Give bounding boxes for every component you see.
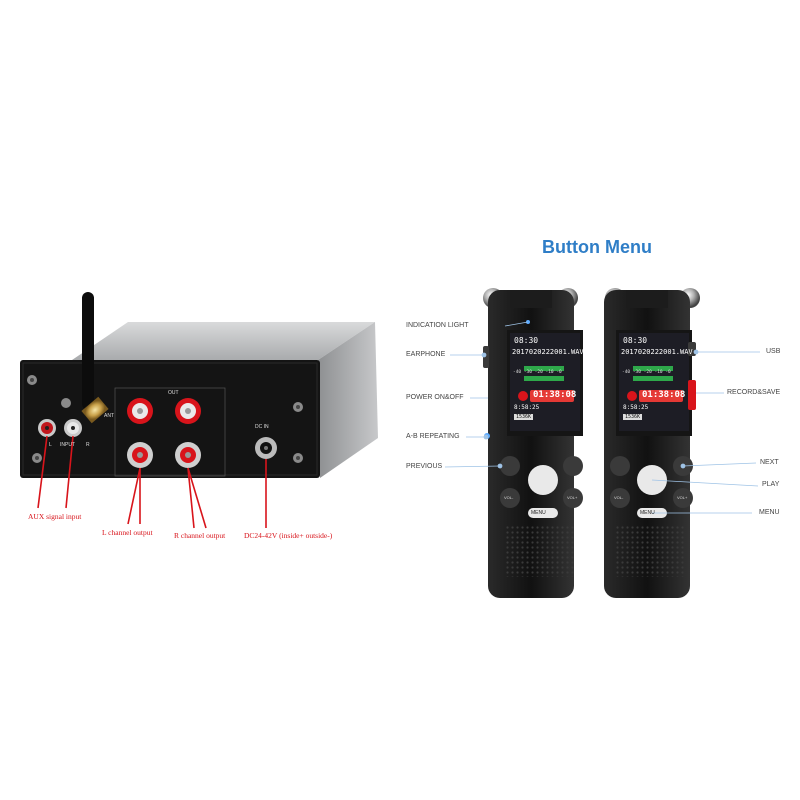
screen-filename-1: 2017020222001.WAV [512, 348, 584, 356]
amp-case-side [318, 322, 378, 478]
screw [61, 398, 71, 408]
amp-label-l: L [49, 442, 52, 448]
amp-label-r: R [86, 442, 90, 448]
amp-label-dc-in: DC IN [255, 424, 269, 430]
button-menu-1: MENU [531, 510, 546, 516]
label-indication-light: INDICATION LIGHT [406, 322, 469, 329]
screen-clock-1: 08:30 [514, 336, 539, 345]
screen-scale-1: -40 -30 -20 -10 -0 [513, 370, 562, 375]
label-power: POWER ON&OFF [406, 394, 464, 401]
recorder-front-2 [604, 288, 700, 598]
callout-l-channel: L channel output [102, 528, 153, 537]
amp-case-top [72, 322, 375, 360]
label-next: NEXT [760, 459, 779, 466]
amp-label-out: OUT [168, 390, 179, 396]
label-earphone: EARPHONE [406, 351, 446, 358]
screen-bitrate-2: 1536K [623, 414, 643, 420]
recorder-front-1 [483, 288, 583, 598]
screen-elapsed-2: 01:38:08 [642, 390, 686, 400]
callout-aux-input: AUX signal input [28, 512, 82, 521]
button-vol-minus-1: VOL- [504, 495, 514, 500]
callout-dc: DC24-42V (inside+ outside-) [244, 531, 333, 540]
amp-label-input: INPUT [60, 442, 75, 448]
screen-clock-2: 08:30 [623, 336, 648, 345]
amp-front-panel [20, 360, 320, 478]
screen-elapsed-1: 01:38:08 [533, 390, 577, 400]
screen-filename-2: 2017020222001.WAV [621, 348, 693, 356]
label-previous: PREVIOUS [406, 463, 443, 470]
amp-label-ant: ANT [104, 413, 114, 419]
antenna [82, 292, 94, 410]
antenna-connector [81, 396, 109, 424]
callout-r-channel: R channel output [174, 531, 226, 540]
label-menu: MENU [759, 509, 780, 516]
screen-remaining-1: 8:58:25 [514, 404, 540, 411]
button-menu-2: MENU [640, 510, 655, 516]
button-menu-title: Button Menu [542, 237, 652, 257]
button-vol-plus-1: VOL+ [567, 495, 578, 500]
recorder-illustration [444, 288, 760, 598]
amplifier-illustration [20, 292, 378, 529]
label-usb: USB [766, 348, 781, 355]
screen-bitrate-1: 1536K [514, 414, 534, 420]
screen-scale-2: -40 -30 -20 -10 -0 [622, 370, 671, 375]
button-vol-minus-2: VOL- [614, 495, 624, 500]
screen-remaining-2: 8:58:25 [623, 404, 649, 411]
label-record-save: RECORD&SAVE [727, 389, 781, 396]
label-ab-repeat: A-B REPEATING [406, 433, 460, 440]
button-vol-plus-2: VOL+ [677, 495, 688, 500]
label-play: PLAY [762, 481, 780, 488]
